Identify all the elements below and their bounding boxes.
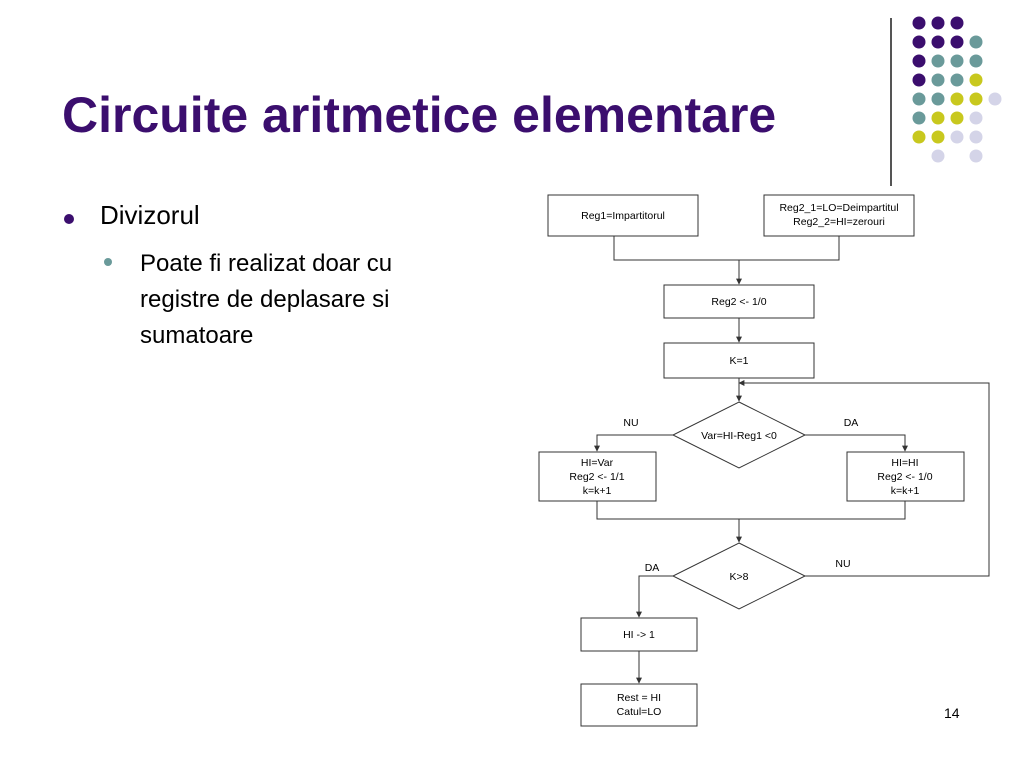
- decision-2-no-label: NU: [835, 558, 850, 570]
- box-hi-shift-label: HI -> 1: [623, 629, 655, 641]
- decorative-dot: [912, 16, 926, 30]
- box-result: Rest = HI Catul=LO: [580, 683, 698, 727]
- box-result-line-2: Catul=LO: [617, 706, 662, 718]
- decorative-dot: [931, 111, 945, 125]
- box-k-init: K=1: [663, 342, 815, 379]
- box-reg1-label: Reg1=Impartitorul: [581, 210, 665, 222]
- box-reg2-line-2: Reg2_2=HI=zerouri: [793, 216, 885, 228]
- decision-k-check-label: K>8: [730, 571, 749, 583]
- flow-connectors: [594, 236, 990, 684]
- decision-subtract: Var=HI-Reg1 <0: [671, 401, 807, 469]
- connector-branch-no-merge: [596, 501, 739, 520]
- decorative-dot-grid: [912, 16, 1002, 163]
- decision-2-yes-label: DA: [645, 562, 660, 574]
- decorative-dot: [912, 92, 926, 106]
- connector-loop-back: [738, 380, 990, 577]
- decorative-dot: [988, 92, 1002, 106]
- decision-subtract-label: Var=HI-Reg1 <0: [701, 430, 777, 442]
- decorative-dot: [969, 92, 983, 106]
- decorative-dot: [950, 35, 964, 49]
- decorative-dot: [912, 130, 926, 144]
- decorative-dot: [969, 130, 983, 144]
- decorative-dot: [912, 54, 926, 68]
- connector-decision-yes: [805, 434, 908, 452]
- branch-yes-line-3: k=k+1: [891, 485, 920, 497]
- branch-yes-line-1: HI=HI: [891, 457, 918, 469]
- decorative-dot: [969, 54, 983, 68]
- decision-k-check: K>8: [671, 542, 807, 610]
- branch-no-line-1: HI=Var: [581, 457, 614, 469]
- connector-decision-no: [594, 434, 673, 452]
- connector-reg2-merge: [739, 236, 840, 261]
- bullet-dot-icon: [64, 214, 74, 224]
- title-divider-line: [890, 18, 892, 186]
- decorative-dot: [969, 149, 983, 163]
- decorative-dot: [950, 111, 964, 125]
- sub-bullet-text: Poate fi realizat doar cu registre de de…: [140, 250, 393, 349]
- box-branch-no: HI=Var Reg2 <- 1/1 k=k+1: [538, 451, 657, 502]
- decision-1-yes-label: DA: [844, 417, 859, 429]
- branch-no-line-2: Reg2 <- 1/1: [569, 471, 624, 483]
- decorative-dot: [950, 16, 964, 30]
- decorative-dot: [969, 111, 983, 125]
- decorative-dot: [931, 54, 945, 68]
- decorative-dot: [969, 73, 983, 87]
- decorative-dot: [950, 92, 964, 106]
- decorative-dot: [912, 111, 926, 125]
- box-reg2-init: Reg2_1=LO=Deimpartitul Reg2_2=HI=zerouri: [763, 194, 915, 237]
- sub-bullet-dot-icon: [104, 258, 112, 266]
- decorative-dot: [931, 73, 945, 87]
- decorative-dot: [931, 130, 945, 144]
- decorative-dot: [931, 35, 945, 49]
- decorative-dot: [969, 35, 983, 49]
- bullet-text: Divizorul: [100, 200, 200, 230]
- connector-reg1-merge: [613, 236, 739, 261]
- branch-yes-line-2: Reg2 <- 1/0: [877, 471, 932, 483]
- decorative-dot: [931, 149, 945, 163]
- connector-branch-yes-merge: [739, 501, 906, 520]
- page-number: 14: [944, 705, 960, 721]
- box-k-init-label: K=1: [730, 355, 749, 367]
- branch-no-line-3: k=k+1: [583, 485, 612, 497]
- box-hi-shift: HI -> 1: [580, 617, 698, 652]
- box-branch-yes: HI=HI Reg2 <- 1/0 k=k+1: [846, 451, 965, 502]
- box-reg1: Reg1=Impartitorul: [547, 194, 699, 237]
- decorative-dot: [950, 54, 964, 68]
- box-shift-label: Reg2 <- 1/0: [711, 296, 766, 308]
- decorative-dot: [931, 92, 945, 106]
- slide-title: Circuite aritmetice elementare: [62, 87, 777, 143]
- decorative-dot: [912, 73, 926, 87]
- box-reg2-line-1: Reg2_1=LO=Deimpartitul: [779, 202, 898, 214]
- decorative-dot: [950, 73, 964, 87]
- connector-decision-2-yes: [636, 575, 673, 618]
- decorative-dot: [950, 130, 964, 144]
- box-shift: Reg2 <- 1/0: [663, 284, 815, 319]
- decision-1-no-label: NU: [623, 417, 638, 429]
- decorative-dot: [931, 16, 945, 30]
- decorative-dot: [912, 35, 926, 49]
- box-result-line-1: Rest = HI: [617, 692, 661, 704]
